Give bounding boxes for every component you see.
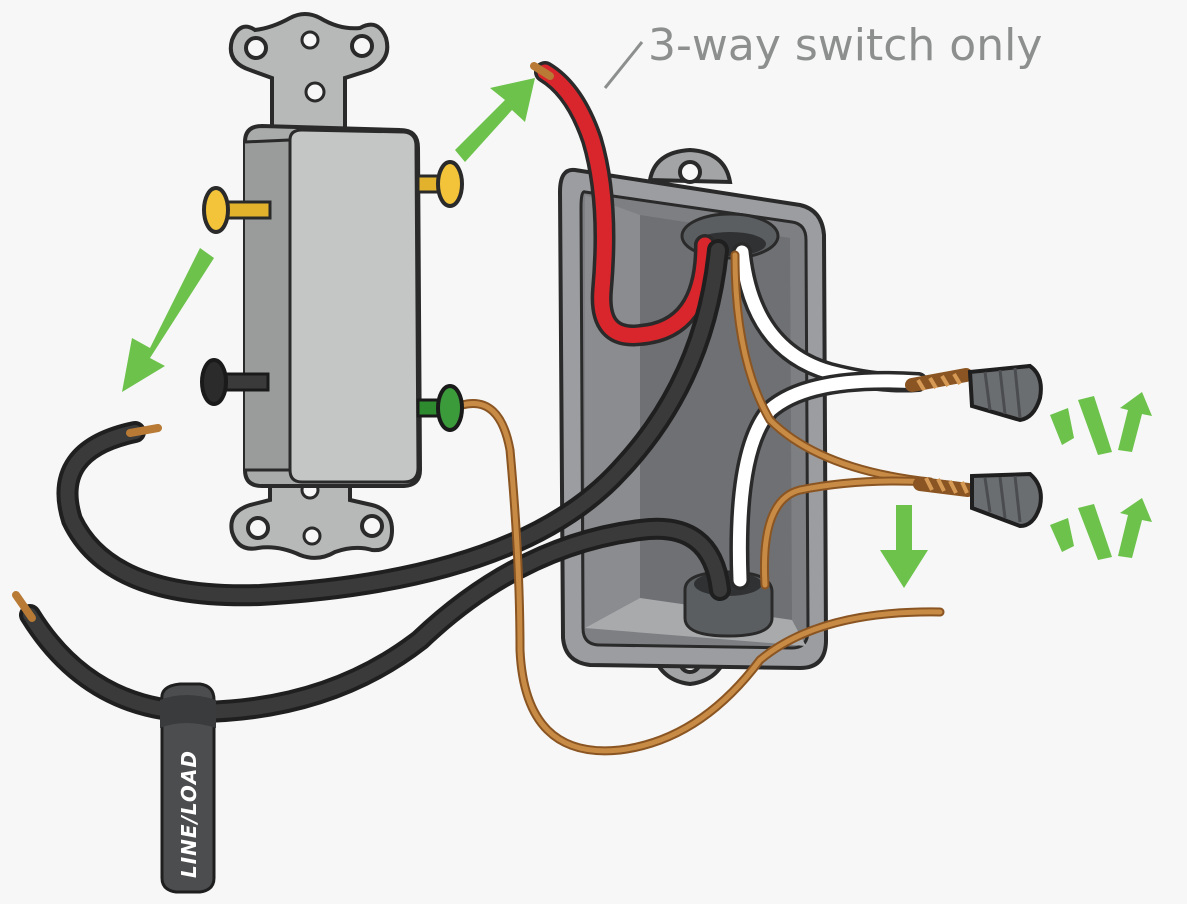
wire-nut-icon [970, 471, 1043, 529]
brass-terminal-upper-right [416, 160, 464, 208]
brass-terminal-left [202, 186, 272, 234]
green-ground-terminal [416, 384, 464, 432]
twisted-splice-ground [913, 477, 975, 497]
arrow-icon [122, 248, 214, 392]
line-load-tag: LINE/LOAD [160, 682, 216, 894]
twisted-splice-neutral [905, 368, 973, 392]
black-terminal-left [200, 358, 270, 406]
callout-label: 3-way switch only [648, 20, 1042, 71]
callout-3-way: 3-way switch only [603, 20, 1042, 89]
arrow-icon [1050, 498, 1152, 560]
arrow-icon [880, 505, 928, 588]
line-load-label: LINE/LOAD [177, 750, 201, 878]
arrow-icon [455, 78, 535, 162]
arrow-icon [1050, 392, 1152, 455]
wire-nut-icon [967, 363, 1043, 423]
switch-device [228, 12, 423, 560]
wires [12, 61, 975, 756]
